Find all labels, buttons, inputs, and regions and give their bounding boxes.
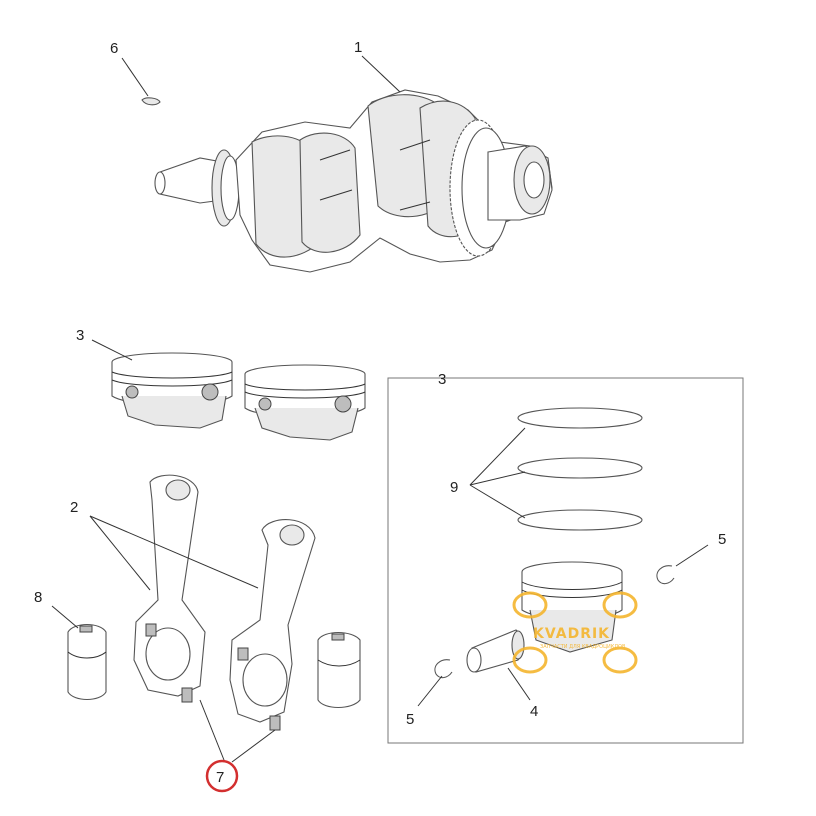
bearing-shell-left[interactable] [67, 623, 107, 701]
callout-5-right[interactable]: 5 [718, 531, 726, 548]
piston-left[interactable] [111, 352, 233, 429]
piston-kit-box [387, 377, 744, 744]
callout-3-box[interactable]: 3 [438, 371, 446, 388]
callout-6[interactable]: 6 [110, 40, 118, 57]
piston-right[interactable] [244, 364, 366, 441]
circlip-right[interactable] [656, 565, 675, 585]
callout-7: 7 [216, 769, 224, 786]
watermark-tagline: ЗАПЧАСТИ ДЛЯ КВАДРОЦИКЛОВ [540, 644, 626, 650]
callout-2[interactable]: 2 [70, 499, 78, 516]
callout-3-left[interactable]: 3 [76, 327, 84, 344]
callout-5-left[interactable]: 5 [406, 711, 414, 728]
woodruff-key[interactable] [141, 97, 161, 106]
piston-pin[interactable] [466, 629, 525, 673]
piston-rings[interactable] [517, 407, 643, 531]
callout-8[interactable]: 8 [34, 589, 42, 606]
leader-lines [51, 55, 709, 763]
callout-4[interactable]: 4 [530, 703, 538, 720]
callout-1[interactable]: 1 [354, 39, 362, 56]
callout-7-highlight[interactable]: 7 [205, 759, 239, 793]
bearing-shell-right[interactable] [317, 631, 361, 709]
connecting-rod-left[interactable] [133, 474, 206, 703]
watermark-brand: KVADRIK [533, 626, 610, 642]
watermark-logo: KVADRIK ЗАПЧАСТИ ДЛЯ КВАДРОЦИКЛОВ [512, 591, 638, 674]
callout-9[interactable]: 9 [450, 479, 458, 496]
connecting-rod-right[interactable] [229, 519, 316, 731]
crankshaft[interactable] [154, 89, 553, 273]
piston-detail[interactable] [521, 561, 623, 653]
circlip-left[interactable] [434, 659, 453, 679]
